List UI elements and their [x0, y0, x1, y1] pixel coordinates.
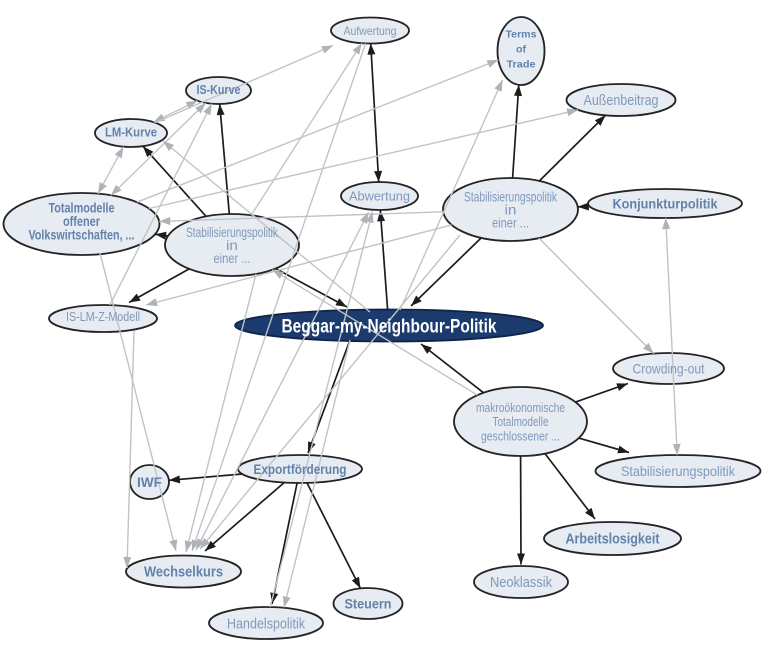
svg-text:Crowding-out: Crowding-out [633, 361, 705, 377]
svg-text:Abwertung: Abwertung [349, 190, 410, 204]
svg-text:offener: offener [63, 214, 101, 229]
svg-text:makroökonomische: makroökonomische [476, 400, 565, 415]
svg-text:Arbeitslosigkeit: Arbeitslosigkeit [566, 532, 660, 548]
svg-text:IWF: IWF [137, 474, 162, 490]
svg-text:Volkswirtschaften, ...: Volkswirtschaften, ... [29, 227, 135, 242]
svg-text:Außenbeitrag: Außenbeitrag [584, 93, 659, 109]
svg-text:Handelspolitik: Handelspolitik [227, 615, 305, 632]
svg-text:Totalmodelle: Totalmodelle [493, 414, 549, 429]
svg-text:Stabilisierungspolitik: Stabilisierungspolitik [186, 224, 279, 240]
svg-text:in: in [505, 202, 517, 218]
svg-text:of: of [516, 44, 526, 56]
svg-text:IS-LM-Z-Modell: IS-LM-Z-Modell [66, 309, 140, 324]
svg-text:Exportförderung: Exportförderung [254, 461, 347, 477]
svg-text:Stabilisierungspolitik: Stabilisierungspolitik [464, 189, 558, 205]
svg-text:Beggar-my-Neighbour-Politik: Beggar-my-Neighbour-Politik [282, 316, 497, 337]
svg-text:Aufwertung: Aufwertung [344, 24, 397, 38]
svg-text:Steuern: Steuern [345, 596, 392, 612]
svg-text:Totalmodelle: Totalmodelle [49, 200, 115, 215]
svg-text:Neoklassik: Neoklassik [490, 575, 553, 591]
svg-text:in: in [226, 237, 238, 253]
svg-text:einer ...: einer ... [214, 250, 251, 266]
svg-text:Konjunkturpolitik: Konjunkturpolitik [613, 197, 718, 212]
svg-text:Trade: Trade [507, 59, 536, 71]
svg-text:einer ...: einer ... [492, 214, 529, 230]
svg-text:LM-Kurve: LM-Kurve [105, 125, 157, 140]
svg-text:Terms: Terms [506, 29, 537, 41]
svg-text:Stabilisierungspolitik: Stabilisierungspolitik [621, 463, 736, 479]
svg-text:Wechselkurs: Wechselkurs [144, 565, 223, 581]
svg-text:geschlossener ...: geschlossener ... [481, 429, 560, 444]
svg-text:IS-Kurve: IS-Kurve [197, 82, 241, 97]
